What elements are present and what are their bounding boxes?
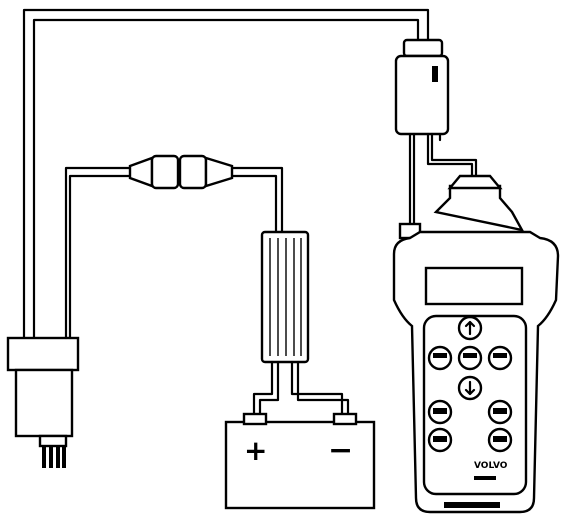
tester-bottom-port xyxy=(444,502,500,508)
inline-fuse-holder xyxy=(128,154,234,190)
battery: + − xyxy=(224,412,376,510)
connector-pins-icon xyxy=(42,446,66,468)
handheld-tester: VOLVO xyxy=(392,174,560,514)
fuse-wire xyxy=(64,166,284,340)
battery-plus-label: + xyxy=(244,434,267,467)
battery-minus-label: − xyxy=(328,433,353,468)
inline-filter xyxy=(260,230,310,364)
adapter-module xyxy=(394,38,450,142)
battery-leads xyxy=(252,360,350,424)
keypad-buttons xyxy=(427,315,513,453)
diagnostic-connector xyxy=(6,336,80,468)
tester-display xyxy=(424,266,524,306)
long-cable xyxy=(22,8,430,340)
tester-brand-label: VOLVO xyxy=(474,461,508,471)
